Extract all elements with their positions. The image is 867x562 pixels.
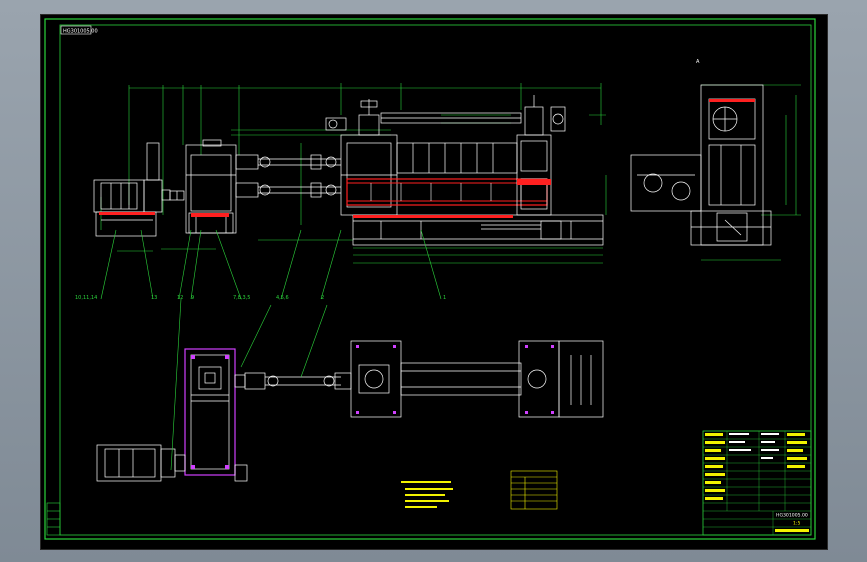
front-elevation-view	[93, 83, 607, 264]
corner-label: HG301005.00	[63, 29, 98, 35]
part-number-label: 13	[151, 295, 157, 301]
part-number-label: 7,8,3,5	[233, 295, 251, 301]
drawing-scale: 1:5	[793, 521, 800, 527]
part-number-label: 1	[443, 295, 446, 301]
side-view-a: A	[630, 59, 801, 261]
specification-table	[510, 470, 558, 510]
view-label: A	[696, 59, 700, 65]
part-leaders	[100, 229, 442, 300]
lower-roll-assembly	[346, 178, 548, 206]
part-number-label: 9	[191, 295, 194, 301]
outer-border	[44, 18, 816, 540]
part-number-label: 10,11,14	[75, 295, 97, 301]
title-block: HG301005.00 1:5	[702, 430, 812, 536]
gearbox-plan-outline	[184, 348, 236, 476]
gearbox-base-highlight	[191, 213, 229, 217]
motor-base-highlight	[99, 212, 155, 215]
part-number-label: 2	[321, 295, 324, 301]
part-number-label: 4,5,6	[276, 295, 289, 301]
drawing-number: HG301005.00	[776, 513, 808, 519]
technical-notes	[401, 481, 453, 508]
corner-label-box	[60, 25, 92, 35]
side-view-highlight	[709, 99, 755, 102]
right-stand-highlight	[517, 179, 551, 185]
inner-border	[59, 24, 812, 536]
mechanical-assembly-drawing: HG301005.00	[44, 18, 816, 540]
plan-view	[96, 298, 604, 482]
left-margin-table	[46, 502, 61, 536]
part-number-label: 12	[177, 295, 183, 301]
drawing-sheet: HG301005.00	[40, 14, 828, 550]
base-top-highlight	[353, 215, 513, 218]
